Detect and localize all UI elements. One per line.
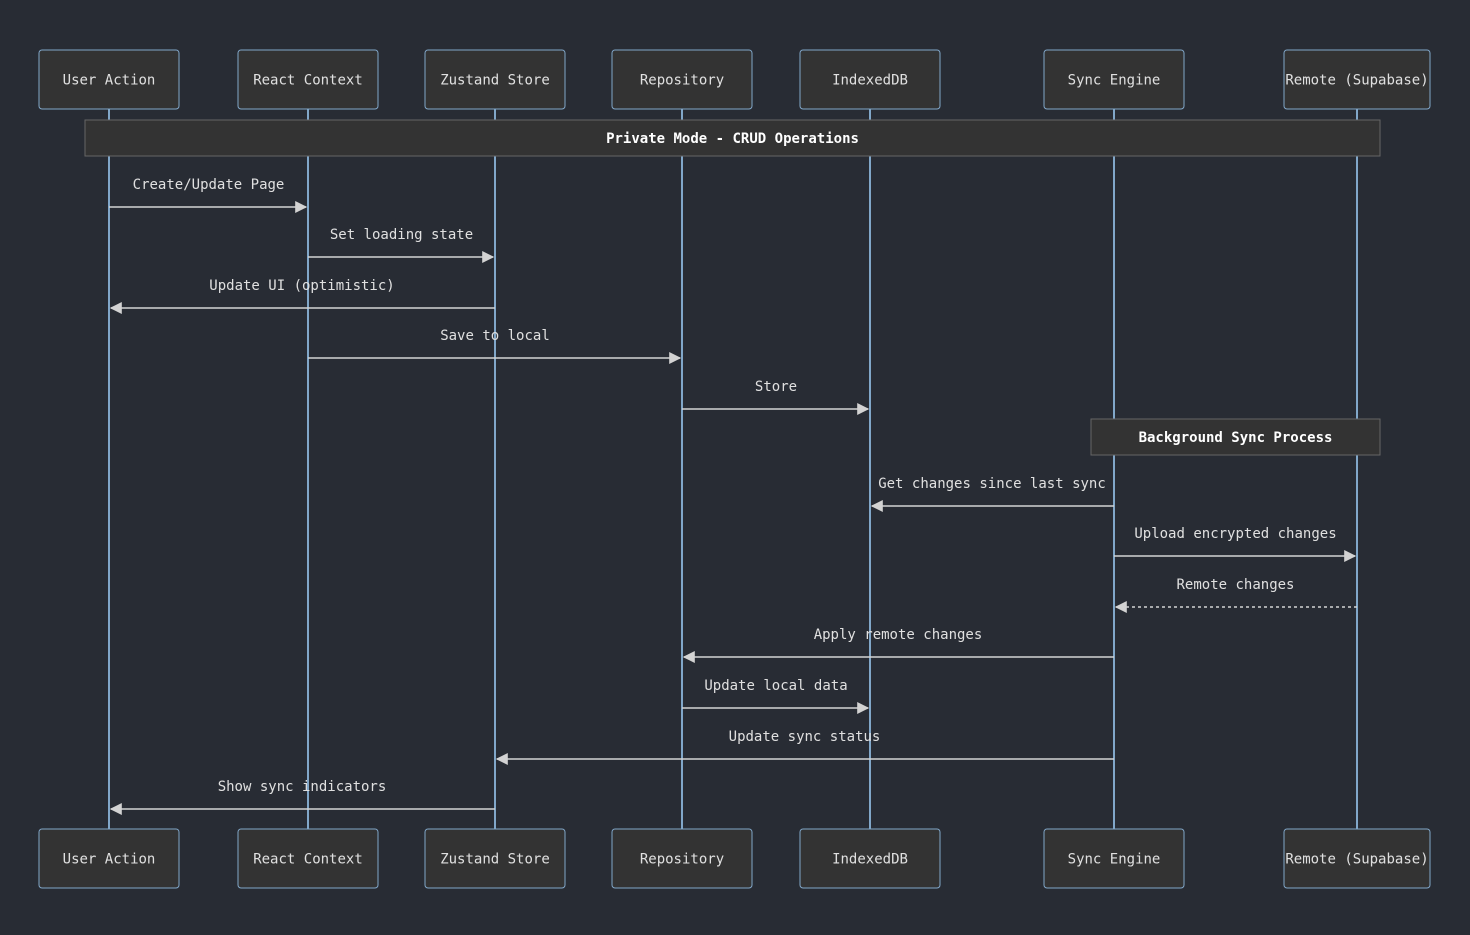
actor-box: [38, 49, 180, 110]
actor-label: Zustand Store: [440, 73, 550, 89]
message-label: Save to local: [440, 328, 550, 344]
actor-label: Remote (Supabase): [1285, 852, 1428, 868]
message-label: Apply remote changes: [814, 627, 983, 643]
actor-box: [424, 828, 566, 889]
message-label: Upload encrypted changes: [1134, 526, 1336, 542]
message-label: Set loading state: [330, 227, 473, 243]
message-5: Get changes since last sync: [870, 476, 1114, 512]
actor-box: [424, 49, 566, 110]
message-8: Apply remote changes: [682, 627, 1114, 663]
message-10: Update sync status: [495, 729, 1114, 765]
actor-label: IndexedDB: [832, 73, 908, 89]
actor-box: [799, 828, 941, 889]
message-11: Show sync indicators: [109, 779, 495, 815]
message-label: Update UI (optimistic): [209, 278, 394, 294]
actor-box: [237, 828, 379, 889]
note-0: Private Mode - CRUD Operations: [84, 119, 1381, 157]
actor-label: React Context: [253, 852, 363, 868]
actor-box: [1043, 828, 1185, 889]
message-2: Update UI (optimistic): [109, 278, 495, 314]
actor-store-bottom: Zustand Store: [424, 828, 566, 889]
message-6: Upload encrypted changes: [1114, 526, 1357, 562]
actor-label: Sync Engine: [1068, 73, 1161, 89]
note-box: [84, 119, 1381, 157]
actor-repo-bottom: Repository: [611, 828, 753, 889]
message-label: Remote changes: [1176, 577, 1294, 593]
message-label: Update local data: [704, 678, 847, 694]
message-9: Update local data: [682, 678, 870, 714]
message-4: Store: [682, 379, 870, 415]
actor-box: [38, 828, 180, 889]
actor-remote-bottom: Remote (Supabase): [1283, 828, 1431, 889]
actor-user-bottom: User Action: [38, 828, 180, 889]
actor-label: React Context: [253, 73, 363, 89]
actor-box: [237, 49, 379, 110]
note-label: Private Mode - CRUD Operations: [606, 131, 859, 147]
actor-label: Zustand Store: [440, 852, 550, 868]
message-label: Store: [755, 379, 797, 395]
message-1: Set loading state: [308, 227, 495, 263]
note-label: Background Sync Process: [1139, 430, 1333, 446]
message-3: Save to local: [308, 328, 682, 364]
message-label: Create/Update Page: [133, 177, 285, 193]
actor-idb-top: IndexedDB: [799, 49, 941, 110]
actor-ctx-bottom: React Context: [237, 828, 379, 889]
actor-sync-top: Sync Engine: [1043, 49, 1185, 110]
actor-store-top: Zustand Store: [424, 49, 566, 110]
note-box: [1090, 418, 1381, 456]
actor-box: [611, 828, 753, 889]
message-label: Update sync status: [729, 729, 881, 745]
actor-label: Repository: [640, 852, 724, 868]
actor-label: IndexedDB: [832, 852, 908, 868]
actor-box: [1283, 49, 1431, 110]
actor-user-top: User Action: [38, 49, 180, 110]
actor-label: Remote (Supabase): [1285, 73, 1428, 89]
actor-box: [611, 49, 753, 110]
actor-repo-top: Repository: [611, 49, 753, 110]
message-0: Create/Update Page: [109, 177, 308, 213]
actor-label: User Action: [63, 73, 156, 89]
message-label: Get changes since last sync: [878, 476, 1106, 492]
actor-label: User Action: [63, 852, 156, 868]
actor-box: [1283, 828, 1431, 889]
actor-box: [799, 49, 941, 110]
note-1: Background Sync Process: [1090, 418, 1381, 456]
message-label: Show sync indicators: [218, 779, 387, 795]
actor-remote-top: Remote (Supabase): [1283, 49, 1431, 110]
message-7: Remote changes: [1114, 577, 1357, 613]
actor-box: [1043, 49, 1185, 110]
actor-ctx-top: React Context: [237, 49, 379, 110]
actor-idb-bottom: IndexedDB: [799, 828, 941, 889]
actor-label: Repository: [640, 73, 724, 89]
actor-sync-bottom: Sync Engine: [1043, 828, 1185, 889]
actor-label: Sync Engine: [1068, 852, 1161, 868]
